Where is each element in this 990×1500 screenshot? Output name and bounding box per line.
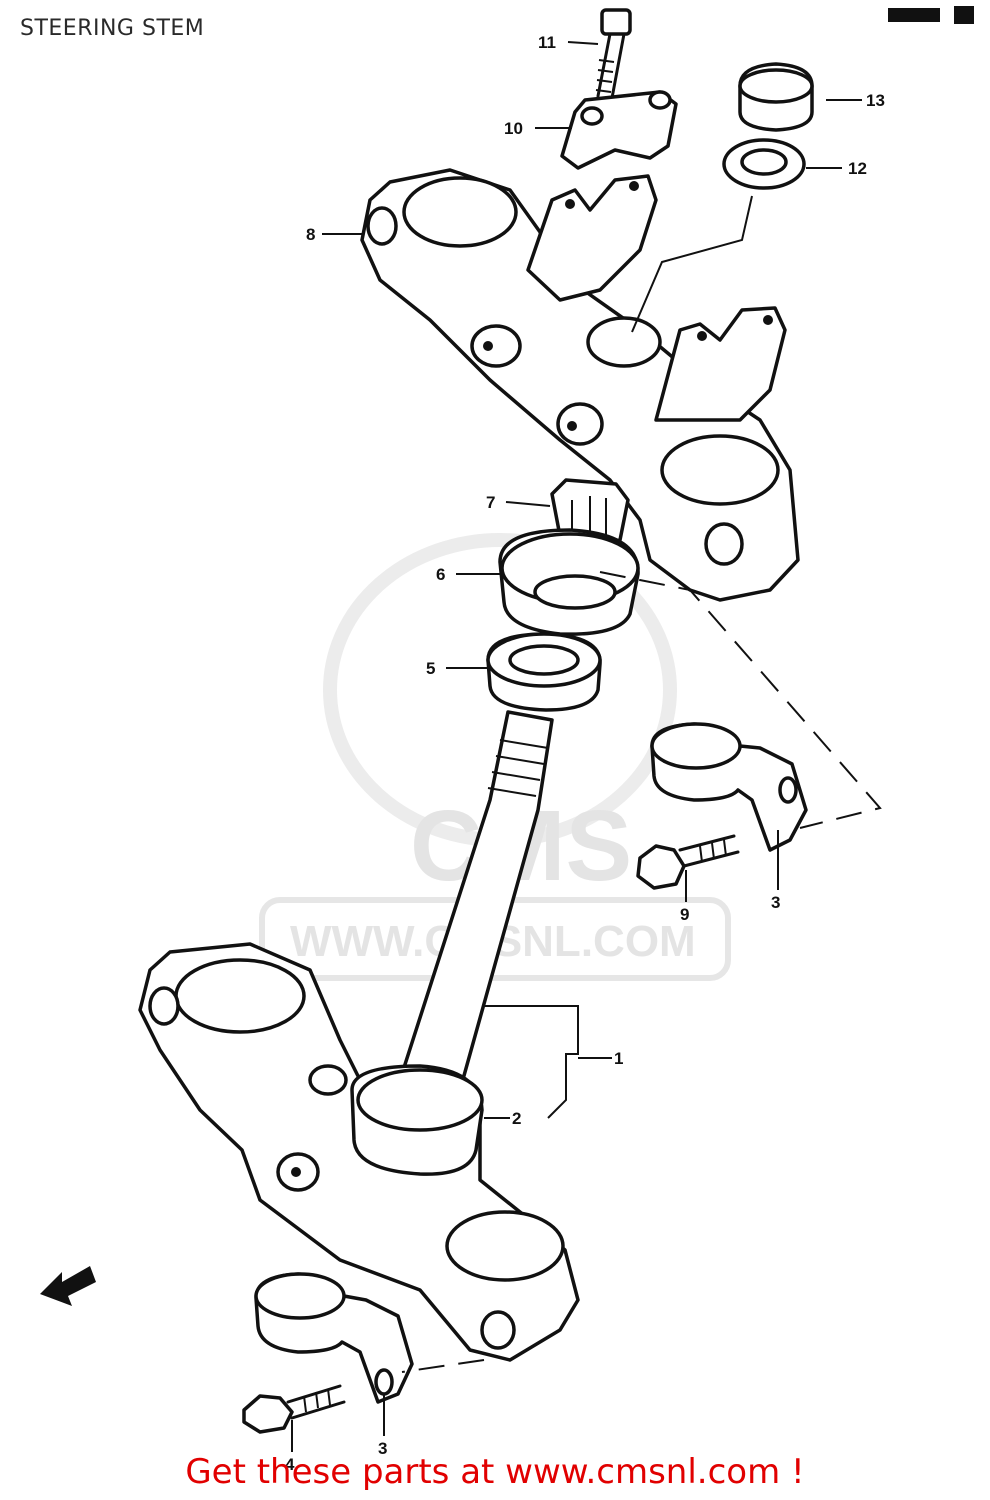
leader-washer-to-bracket [631, 195, 753, 333]
callout-9: 9 [680, 905, 689, 924]
upper-bracket-8 [360, 168, 800, 602]
bearing-5 [486, 632, 602, 712]
corner-mark [888, 6, 974, 24]
callout-13: 13 [866, 91, 885, 110]
callout-7: 7 [486, 493, 495, 512]
lower-bracket [138, 942, 580, 1362]
bearing-race-6 [498, 528, 640, 636]
bolt-9 [636, 834, 740, 890]
stem-nut-13 [738, 62, 814, 132]
washer-12 [722, 138, 806, 190]
handlebar-holder-cap-10 [560, 90, 678, 170]
footer-link-text: Get these parts at www.cmsnl.com ! [185, 1452, 805, 1492]
front-direction-arrow-icon [40, 1266, 96, 1306]
callout-4: 4 [285, 1455, 295, 1474]
callout-2: 2 [512, 1109, 521, 1128]
callout-5: 5 [426, 659, 435, 678]
callout-12: 12 [848, 159, 867, 178]
assembly-lines [401, 571, 882, 1373]
bolt-4 [242, 1384, 346, 1434]
callout-leaders [291, 41, 862, 1452]
callout-10: 10 [504, 119, 523, 138]
callout-6: 6 [436, 565, 445, 584]
clamp-3-lower [254, 1272, 414, 1404]
bolt-11 [595, 8, 632, 100]
callout-8: 8 [306, 225, 315, 244]
callout-11: 11 [538, 33, 556, 52]
diagram-title: STEERING STEM [20, 16, 205, 41]
callout-labels: 1 2 3 3 4 5 6 7 8 9 10 11 12 13 [285, 33, 885, 1474]
callout-1: 1 [614, 1049, 623, 1068]
callout-3-upper: 3 [771, 893, 780, 912]
callout-3-lower: 3 [378, 1439, 387, 1458]
clamp-3-upper [650, 722, 808, 852]
